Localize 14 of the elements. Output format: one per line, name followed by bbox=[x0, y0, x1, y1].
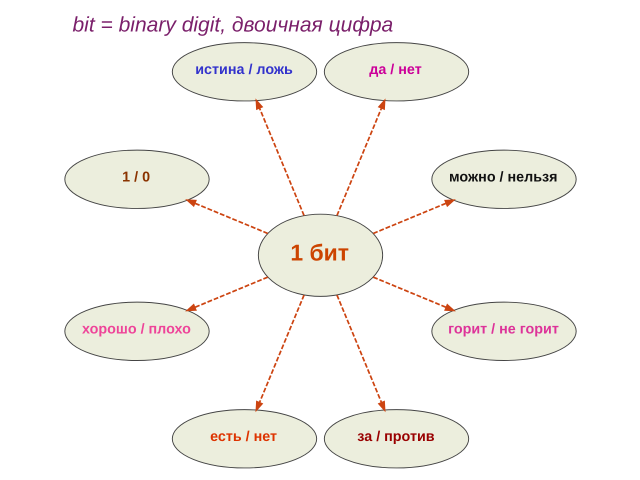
diagram-title: bit = binary digit, двоичная цифра bbox=[72, 14, 393, 37]
node-ellipse: 1 бит bbox=[257, 214, 383, 297]
arrow bbox=[254, 98, 304, 216]
node-ellipse: да / нет bbox=[323, 42, 469, 102]
arrow bbox=[184, 276, 268, 312]
arrow bbox=[372, 199, 456, 234]
node-ellipse: за / против bbox=[323, 409, 469, 468]
arrow bbox=[336, 294, 386, 412]
arrow bbox=[336, 98, 386, 216]
node-ellipse: есть / нет bbox=[171, 409, 317, 468]
arrow bbox=[184, 199, 268, 234]
node-ellipse: истина / ложь bbox=[171, 42, 317, 102]
arrow bbox=[372, 276, 456, 312]
arrow bbox=[254, 294, 304, 412]
